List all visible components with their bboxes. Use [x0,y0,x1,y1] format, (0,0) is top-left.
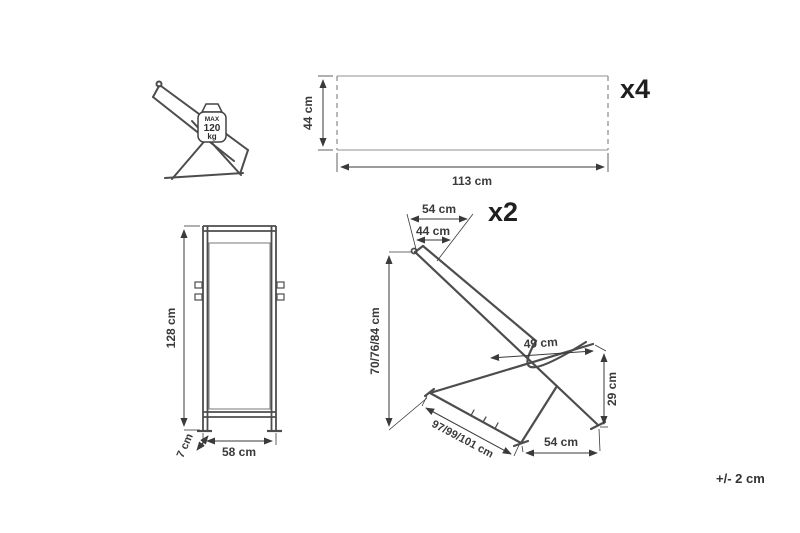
fabric-quantity-label: x4 [620,74,650,104]
side-seat-depth-dimension [490,347,594,362]
side-front-base-dimension [521,428,601,457]
side-seat-depth-label: 49 cm [523,335,558,351]
front-width-dimension [202,433,277,445]
front-depth-label: 7 cm [175,432,196,460]
side-front-base-label: 54 cm [544,435,578,449]
fabric-width-label: 113 cm [452,174,492,188]
side-seat-height-dimension [594,344,608,428]
fabric-width-dimension [336,153,609,172]
front-height-dimension [180,225,200,431]
ratchet-notches [470,409,499,430]
fabric-height-label: 44 cm [301,96,315,130]
front-width-label: 58 cm [222,445,256,459]
front-height-label: 128 cm [164,308,178,349]
side-quantity-label: x2 [488,197,518,227]
side-height-dimension [385,251,428,431]
fabric-panel-outline [336,75,609,151]
side-top-inner-width-label: 44 cm [416,224,450,238]
side-chair-sketch [410,244,607,448]
front-frame-sketch [194,225,285,433]
fabric-height-dimension [318,75,333,151]
side-base-length-dimension [421,395,520,457]
front-view: 128 cm 58 cm 7 cm [164,225,285,460]
tolerance-note: +/- 2 cm [716,471,765,486]
side-seat-height-label: 29 cm [605,372,619,406]
side-height-label: 70/76/84 cm [368,307,382,374]
badge-max-label: MAX [205,116,220,123]
side-top-outer-width-label: 54 cm [422,202,456,216]
folded-chair-view: MAX 120 kg [152,80,249,180]
max-load-badge: MAX 120 kg [197,103,227,143]
fabric-panel-view: 44 cm 113 cm x4 [301,74,650,188]
front-depth-dimension [196,435,209,451]
side-view: 54 cm 44 cm x2 70/76/84 cm 49 cm 29 cm 9… [368,197,619,461]
badge-weight-label: 120 [204,123,221,134]
badge-unit-label: kg [207,132,216,141]
